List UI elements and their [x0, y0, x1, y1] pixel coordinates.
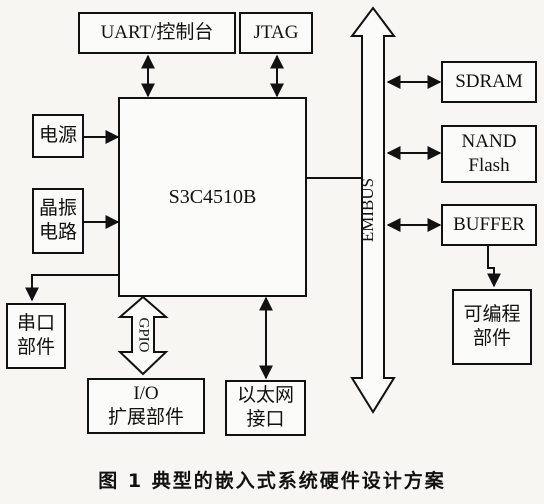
cpu-label: S3C4510B	[168, 186, 257, 208]
crystal-block: 晶振 电路	[32, 188, 84, 254]
ethernet-block: 以太网 接口	[225, 380, 306, 436]
serial-link	[25, 274, 118, 302]
sdram-block: SDRAM	[441, 61, 537, 103]
ethernet-label-line2: 接口	[246, 409, 285, 430]
gpio-arrow	[117, 295, 169, 376]
jtag-label: JTAG	[253, 22, 299, 43]
nand-label-line1: NAND	[461, 131, 517, 152]
figure-caption: 图 1 典型的嵌入式系统硬件设计方案	[98, 470, 446, 492]
sdram-label: SDRAM	[455, 71, 523, 92]
jtag-block: JTAG	[239, 12, 313, 54]
crystal-label-line1: 晶振	[38, 198, 77, 219]
power-label: 电源	[38, 125, 77, 146]
nand-flash-block: NAND Flash	[441, 125, 537, 183]
serial-label-line1: 串口	[16, 313, 55, 334]
serial-block: 串口 部件	[6, 303, 66, 369]
serial-label-line2: 部件	[16, 337, 55, 358]
crystal-label-line2: 电路	[38, 222, 77, 243]
programmable-label-line2: 部件	[472, 328, 511, 349]
io-label-line1: I/O	[133, 383, 159, 404]
gpio-label: GPIO	[136, 317, 152, 352]
programmable-label-line1: 可编程	[463, 304, 521, 325]
power-block: 电源	[32, 114, 84, 158]
uart-console-block: UART/控制台	[78, 12, 236, 54]
nand-label-line2: Flash	[468, 155, 510, 176]
buffer-block: BUFFER	[441, 204, 537, 246]
io-expansion-block: I/O 扩展部件	[87, 378, 205, 434]
uart-label: UART/控制台	[100, 22, 214, 43]
cpu-block: S3C4510B	[118, 97, 307, 297]
buffer-prog-link	[487, 245, 501, 288]
ethernet-label-line1: 以太网	[236, 385, 294, 406]
io-label-line2: 扩展部件	[107, 407, 184, 428]
buffer-label: BUFFER	[453, 214, 525, 235]
programmable-block: 可编程 部件	[452, 289, 532, 365]
emibus-arrow	[350, 6, 396, 414]
emibus-label: EMIBUS	[358, 178, 377, 242]
